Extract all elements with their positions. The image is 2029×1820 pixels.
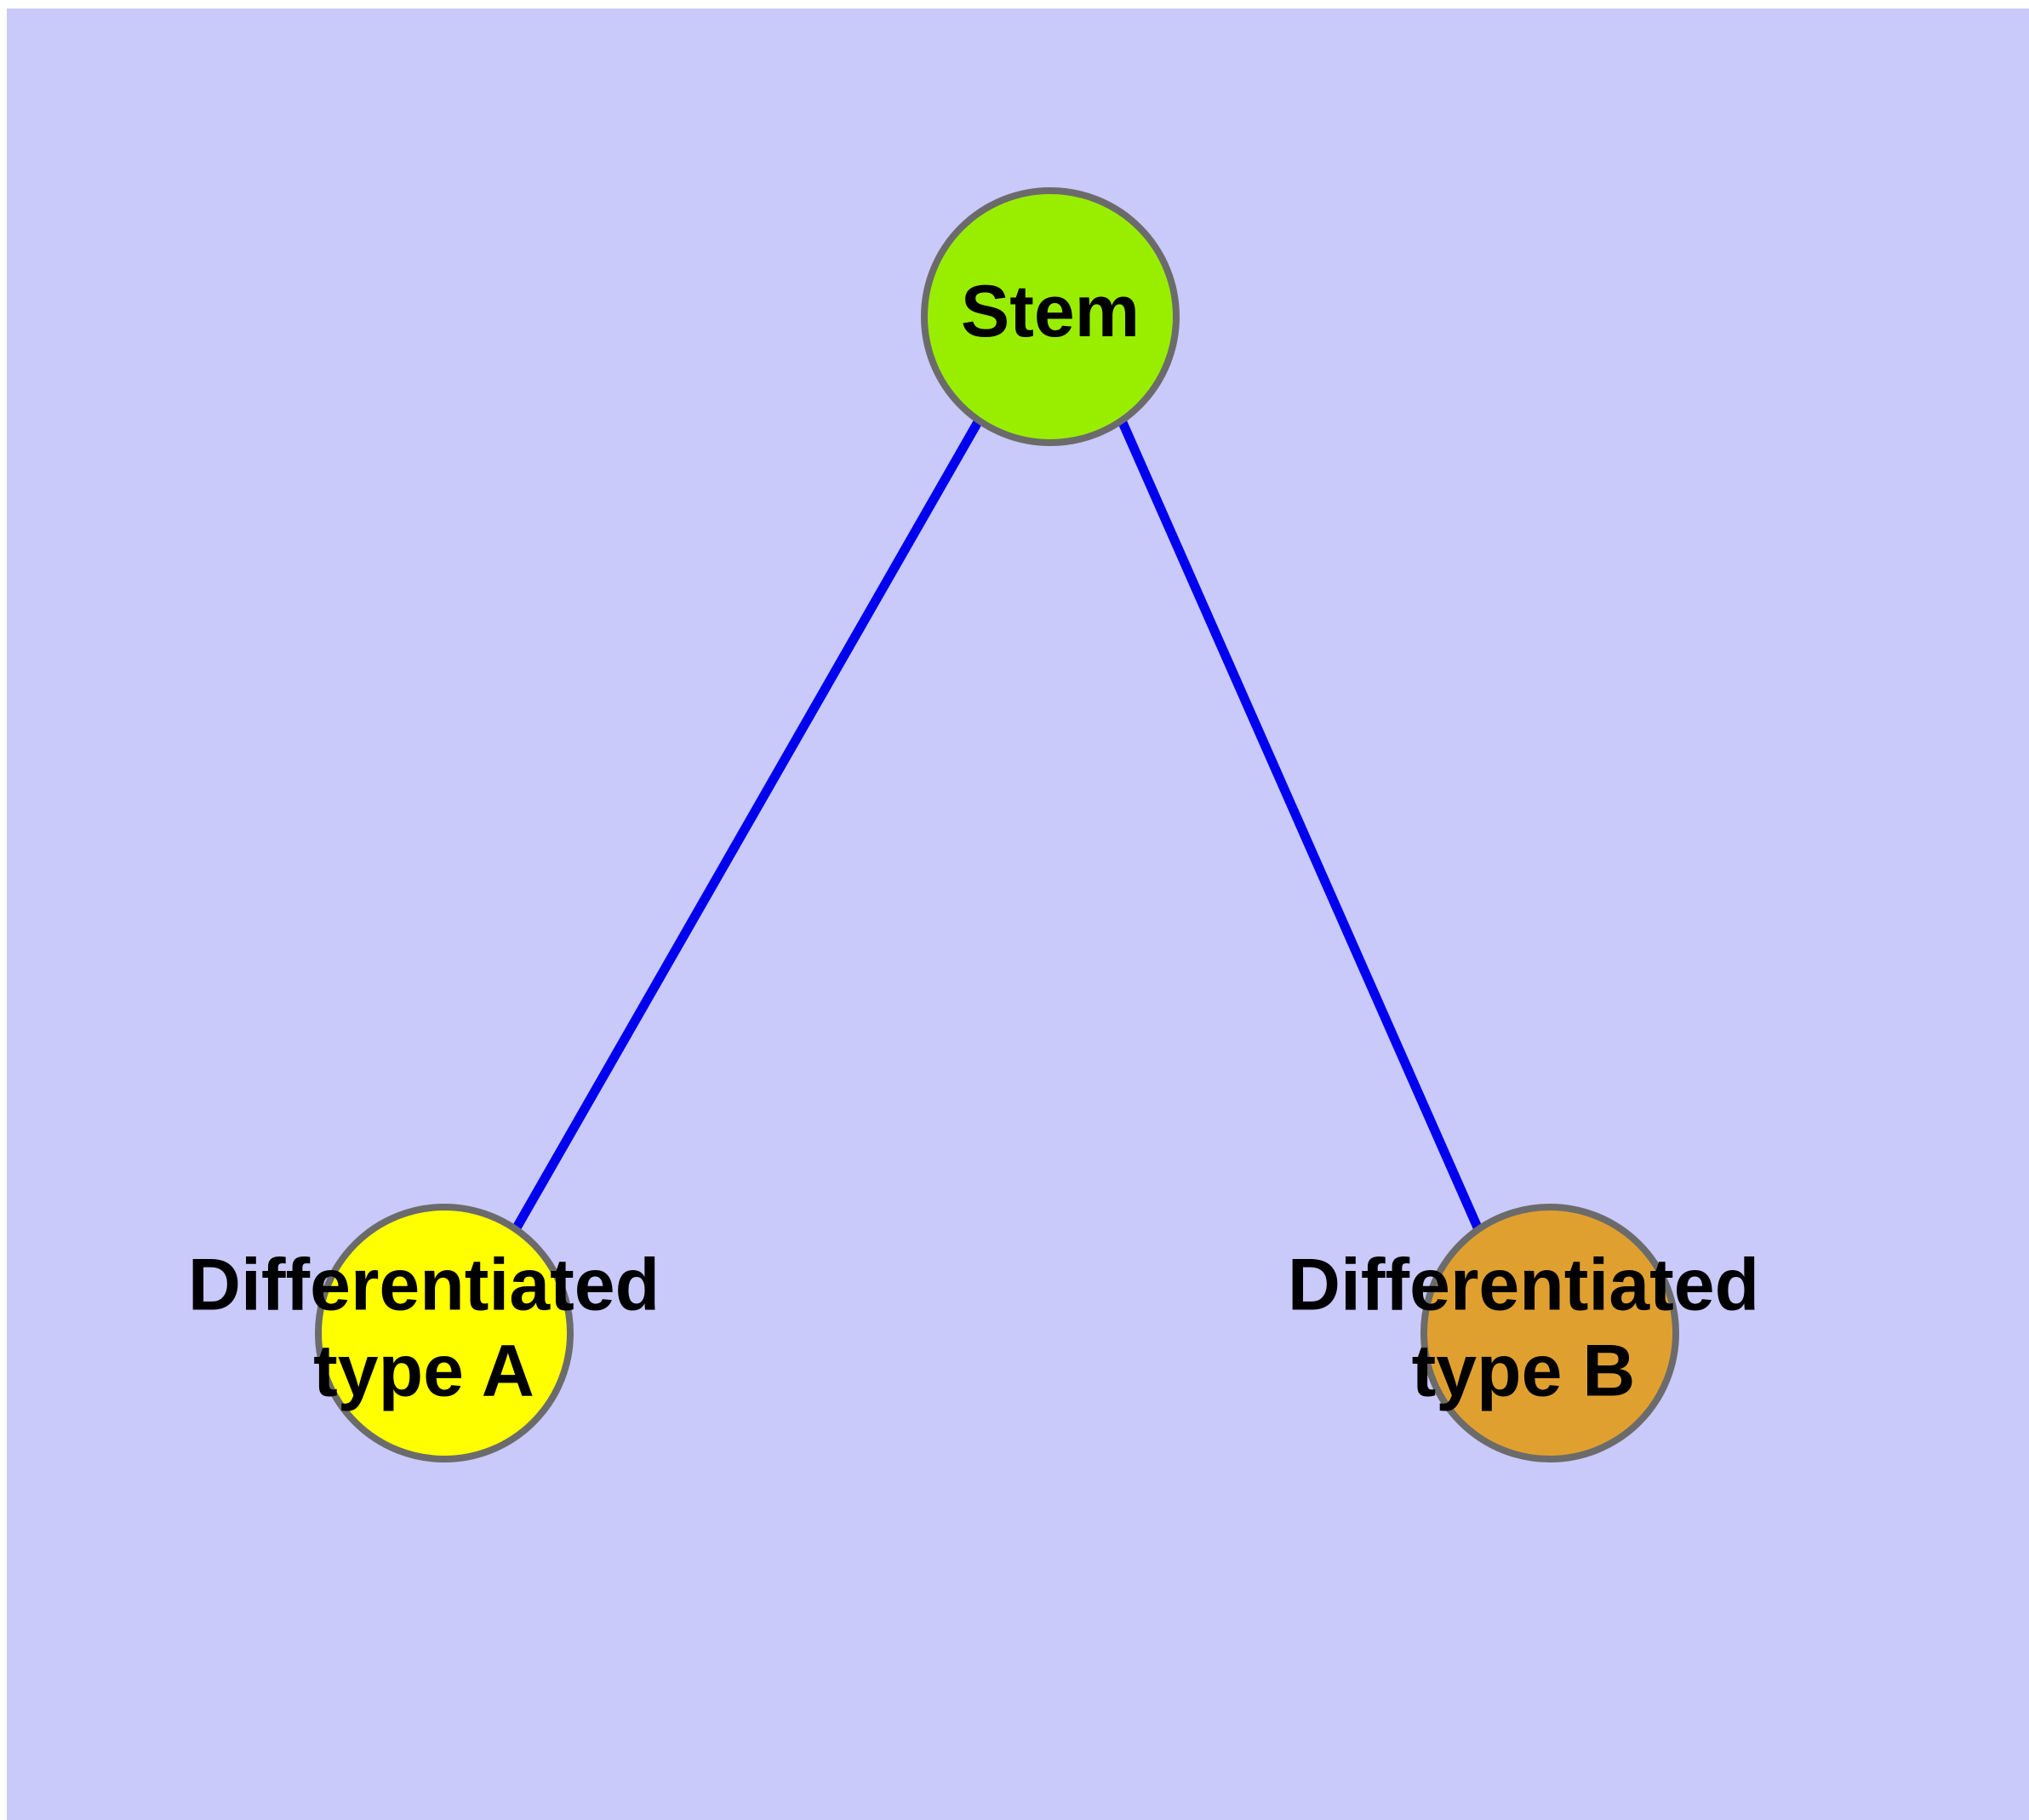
node-circle-diff-b[interactable] — [1420, 1204, 1679, 1462]
node-label-line: type B — [1412, 1330, 1636, 1411]
node-circle-stem[interactable] — [921, 187, 1180, 446]
node-label-line: Differentiated — [1288, 1244, 1759, 1325]
edge-stem-diff-b[interactable] — [1117, 418, 1483, 1232]
node-label-line: Differentiated — [188, 1244, 660, 1325]
edge-stem-diff-a[interactable] — [512, 418, 983, 1232]
node-label-stem: Stem — [961, 271, 1140, 352]
node-circle-diff-a[interactable] — [315, 1204, 574, 1462]
node-label-line: type A — [313, 1330, 534, 1411]
edges-group — [512, 418, 1483, 1232]
node-label-line: Stem — [961, 271, 1140, 352]
